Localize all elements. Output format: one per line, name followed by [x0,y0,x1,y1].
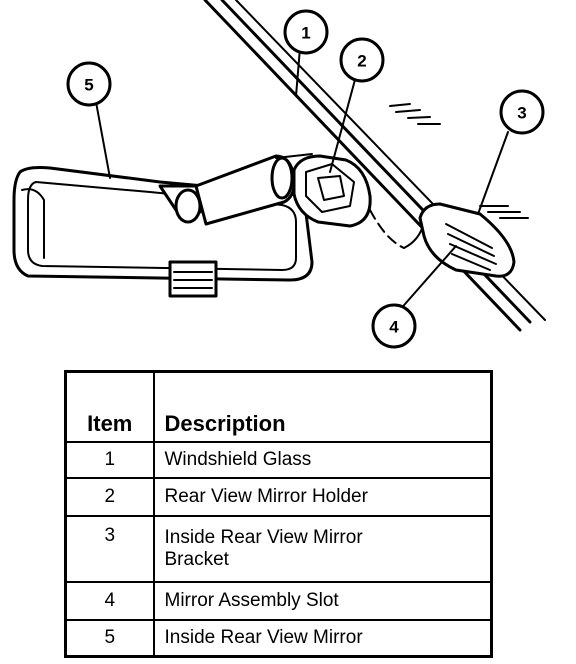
table-row: 3 Inside Rear View Mirror Bracket [64,515,493,583]
row-item: 1 [64,441,155,479]
row-item: 3 [64,515,155,583]
mirror-assembly-diagram: 1 2 3 4 5 [12,0,546,349]
table-row: 4 Mirror Assembly Slot [64,581,493,621]
callout-2: 2 [357,52,366,71]
row-item: 2 [64,477,155,517]
row-description: Windshield Glass [152,441,493,479]
header-item: Item [64,370,155,443]
table-header-row: Item Description [64,370,493,443]
row-item: 4 [64,581,155,621]
callout-3: 3 [517,104,526,123]
row-description: Inside Rear View Mirror Bracket [152,515,493,583]
parts-table: Item Description 1 Windshield Glass 2 Re… [64,370,493,658]
row-description: Mirror Assembly Slot [152,581,493,621]
table-row: 5 Inside Rear View Mirror [64,619,493,658]
row-description: Inside Rear View Mirror [152,619,493,658]
callout-1: 1 [301,24,310,43]
callout-5: 5 [84,76,93,95]
leader-lines [95,47,509,313]
rear-view-mirror-holder [292,154,425,249]
callout-4: 4 [389,318,399,337]
callout-circles [66,9,545,349]
header-description: Description [152,370,493,443]
table-row: 2 Rear View Mirror Holder [64,477,493,517]
row-description: Rear View Mirror Holder [152,477,493,517]
table-row: 1 Windshield Glass [64,441,493,479]
mirror-bracket [418,202,516,278]
row-item: 5 [64,619,155,658]
glass-hatching [389,103,529,219]
